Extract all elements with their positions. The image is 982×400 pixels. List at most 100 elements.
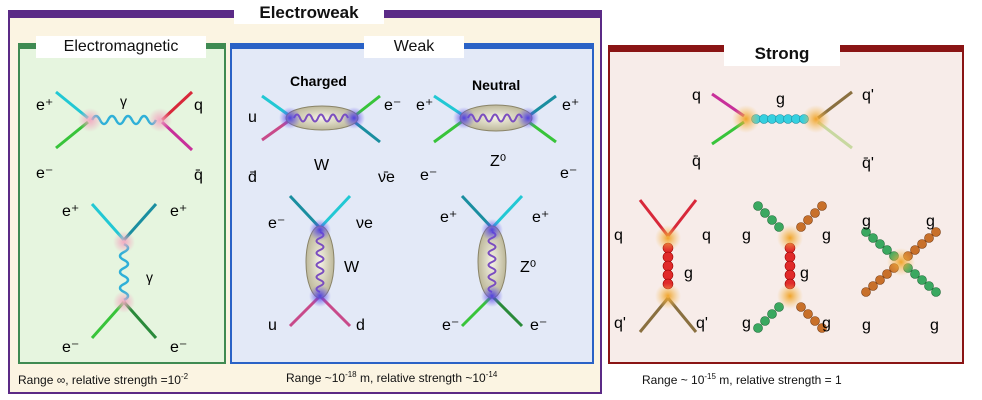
weak-nv-label-tr: e⁺	[532, 209, 549, 226]
weak-cv-boson-label: W	[344, 259, 360, 276]
weak-charged-boson-label: W	[314, 157, 330, 174]
strong-four-gluon-diagram: g g g g	[861, 213, 941, 334]
strong-b3-label-tl: g	[862, 213, 871, 230]
strong-b2-label-bl: g	[742, 315, 751, 332]
vertex-glow	[279, 107, 301, 129]
weak-nv-label-tl: e⁺	[440, 209, 457, 226]
electromagnetic-caption: Range ∞, relative strength =10-2	[18, 372, 188, 387]
weak-cv-label-bl: u	[268, 317, 277, 334]
em-top-boson-label: γ	[120, 93, 127, 109]
vertex-glow	[343, 107, 365, 129]
em-bottom-boson-label: γ	[146, 269, 153, 285]
em-top-label-tl: e⁺	[36, 97, 53, 114]
em-caption-exp: -2	[180, 372, 189, 381]
strong-b2-label-tr: g	[822, 227, 831, 244]
strong-gluon-exchange-diagram: g g g g g	[742, 201, 831, 333]
weak-neutral-diagram: Neutral e⁺ e⁻ e⁺ e⁻ Z⁰	[416, 77, 579, 184]
weak-cv-label-tl: e⁻	[268, 215, 285, 232]
strong-top-label-tr: q'	[862, 87, 874, 104]
strong-b1-label-tl: q	[614, 227, 623, 244]
gluon-chain	[751, 114, 809, 124]
z-boson-wave	[467, 113, 523, 123]
strong-top-label-br: q̄'	[862, 155, 874, 172]
gluon-chain	[796, 201, 827, 333]
vertex-glow	[777, 283, 803, 309]
vertex-glow	[777, 225, 803, 251]
weak-caption-mid: m, relative strength ~10	[356, 371, 486, 385]
em-annihilation-diagram: e⁺ e⁻ q q̄ γ	[36, 90, 203, 184]
strong-quark-exchange-diagram: q q q' q' g	[614, 199, 711, 333]
z-boson-wave	[487, 231, 497, 293]
photon-wave	[90, 114, 158, 126]
weak-caption: Range ~10-18 m, relative strength ~10-14	[286, 370, 497, 385]
strong-b3-label-br: g	[930, 317, 939, 334]
weak-nv-label-bl: e⁻	[442, 317, 459, 334]
strong-b1-label-tr: q	[702, 227, 711, 244]
strong-top-boson-label: g	[776, 91, 785, 108]
weak-cv-label-tr: νe	[356, 215, 373, 232]
weak-neutral-label-tl: e⁺	[416, 97, 433, 114]
weak-panel	[230, 46, 594, 364]
strong-b1-label-br: q'	[696, 315, 708, 332]
strong-b2-label-br: g	[822, 315, 831, 332]
vertex-glow	[655, 225, 681, 251]
weak-charged-label: Charged	[290, 73, 347, 89]
strong-annihilation-diagram: q q̄ q' q̄' g	[692, 87, 874, 172]
weak-charged-label-tr: e⁻	[384, 97, 401, 114]
vertex-glow	[453, 107, 475, 129]
vertex-glow	[309, 219, 331, 241]
em-caption-text: Range ∞, relative strength =10	[18, 373, 181, 387]
vertex-glow	[481, 285, 503, 307]
weak-neutral-label-tr: e⁺	[562, 97, 579, 114]
vertex-glow	[655, 283, 681, 309]
vertex-glow	[148, 108, 172, 132]
strong-top-label-bl: q̄	[692, 153, 701, 170]
vertex-glow	[78, 108, 102, 132]
em-top-label-tr: q	[194, 97, 203, 114]
strong-caption-suffix: m, relative strength = 1	[715, 373, 842, 387]
vertex-glow	[732, 105, 760, 133]
weak-cv-label-br: d	[356, 317, 365, 334]
strong-b2-boson-label: g	[800, 265, 809, 282]
vertex-glow	[113, 231, 135, 253]
strong-b3-label-tr: g	[926, 213, 935, 230]
weak-charged-vertical-diagram: e⁻ νe u d W	[268, 194, 373, 334]
em-bottom-label-br: e⁻	[170, 339, 187, 356]
strong-top-label-tl: q	[692, 87, 701, 104]
gluon-chain	[753, 201, 784, 333]
em-bottom-label-tr: e⁺	[170, 203, 187, 220]
strong-caption: Range ~ 10-15 m, relative strength = 1	[642, 372, 842, 387]
strong-b1-boson-label: g	[684, 265, 693, 282]
em-top-label-bl: e⁻	[36, 165, 53, 182]
weak-charged-label-bl: d̄	[248, 169, 257, 186]
strong-caption-exp: -15	[704, 372, 716, 381]
weak-charged-label-tl: u	[248, 109, 257, 126]
em-bottom-label-bl: e⁻	[62, 339, 79, 356]
strong-panel	[608, 48, 964, 364]
vertex-glow	[887, 248, 915, 276]
weak-title: Weak	[364, 36, 464, 58]
weak-charged-diagram: Charged u d̄ e⁻ ν̄e W	[248, 73, 401, 186]
strong-b2-label-tl: g	[742, 227, 751, 244]
strong-title: Strong	[724, 42, 840, 66]
weak-neutral-label-bl: e⁻	[420, 167, 437, 184]
w-boson-wave	[293, 113, 349, 123]
electromagnetic-title: Electromagnetic	[36, 36, 206, 58]
weak-nv-label-br: e⁻	[530, 317, 547, 334]
strong-b3-label-bl: g	[862, 317, 871, 334]
weak-neutral-label-br: e⁻	[560, 165, 577, 182]
weak-neutral-boson-label: Z⁰	[490, 153, 506, 170]
weak-nv-boson-label: Z⁰	[520, 259, 536, 276]
weak-neutral-label: Neutral	[472, 77, 520, 93]
em-bottom-label-tl: e⁺	[62, 203, 79, 220]
vertex-glow	[113, 291, 135, 313]
em-top-label-br: q̄	[194, 167, 203, 184]
weak-neutral-vertical-diagram: e⁺ e⁺ e⁻ e⁻ Z⁰	[440, 194, 549, 334]
em-scattering-diagram: e⁺ e⁺ e⁻ e⁻ γ	[62, 203, 187, 356]
w-boson-wave	[315, 231, 325, 293]
strong-b1-label-bl: q'	[614, 315, 626, 332]
weak-caption-exp1: -18	[345, 370, 357, 379]
strong-caption-prefix: Range ~ 10	[642, 373, 705, 387]
vertex-glow	[517, 107, 539, 129]
